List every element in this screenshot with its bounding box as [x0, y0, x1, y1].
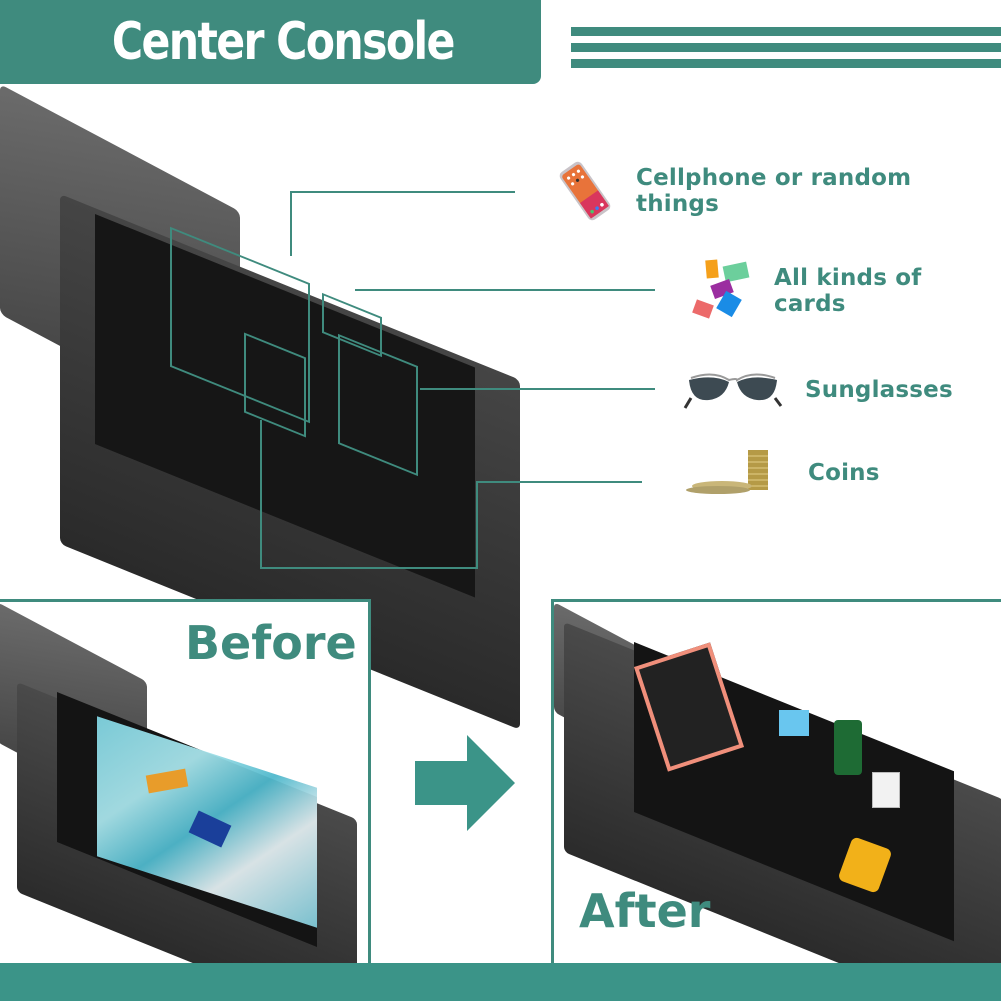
- sunglasses-icon: [683, 368, 783, 412]
- cards-icon: [690, 256, 756, 326]
- feature-label: All kinds of cards: [774, 265, 922, 317]
- feature-label: Coins: [808, 460, 880, 486]
- feature-cellphone: Cellphone or random things: [552, 158, 1001, 224]
- title-banner: Center Console: [0, 0, 541, 84]
- connector-line: [260, 567, 478, 569]
- feature-label: Cellphone or random things: [636, 165, 912, 217]
- stripe: [571, 27, 1001, 36]
- connector-line: [476, 481, 642, 483]
- connector-line: [355, 289, 655, 291]
- cellphone-icon: [552, 158, 618, 224]
- after-panel: After: [551, 599, 1001, 969]
- connector-line: [476, 481, 478, 569]
- feature-cards: All kinds of cards: [690, 256, 1001, 326]
- bottom-bar: [0, 963, 1001, 1001]
- feature-coins: Coins: [682, 448, 880, 498]
- feature-sunglasses: Sunglasses: [683, 368, 953, 412]
- blue-cube: [779, 710, 809, 736]
- connector-line: [290, 191, 292, 256]
- decorative-stripes: [571, 27, 1001, 75]
- after-label: After: [579, 884, 711, 938]
- page-title: Center Console: [111, 12, 456, 72]
- right-arrow-icon: [415, 735, 515, 836]
- white-charger: [872, 772, 900, 808]
- connector-line: [260, 420, 262, 569]
- stripe: [571, 43, 1001, 52]
- connector-line: [420, 388, 655, 390]
- before-label: Before: [185, 616, 357, 670]
- green-container: [834, 720, 862, 775]
- stripe: [571, 59, 1001, 68]
- connector-line: [290, 191, 515, 193]
- feature-label: Sunglasses: [805, 377, 953, 403]
- coins-icon: [682, 448, 772, 498]
- before-panel: Before: [0, 599, 371, 969]
